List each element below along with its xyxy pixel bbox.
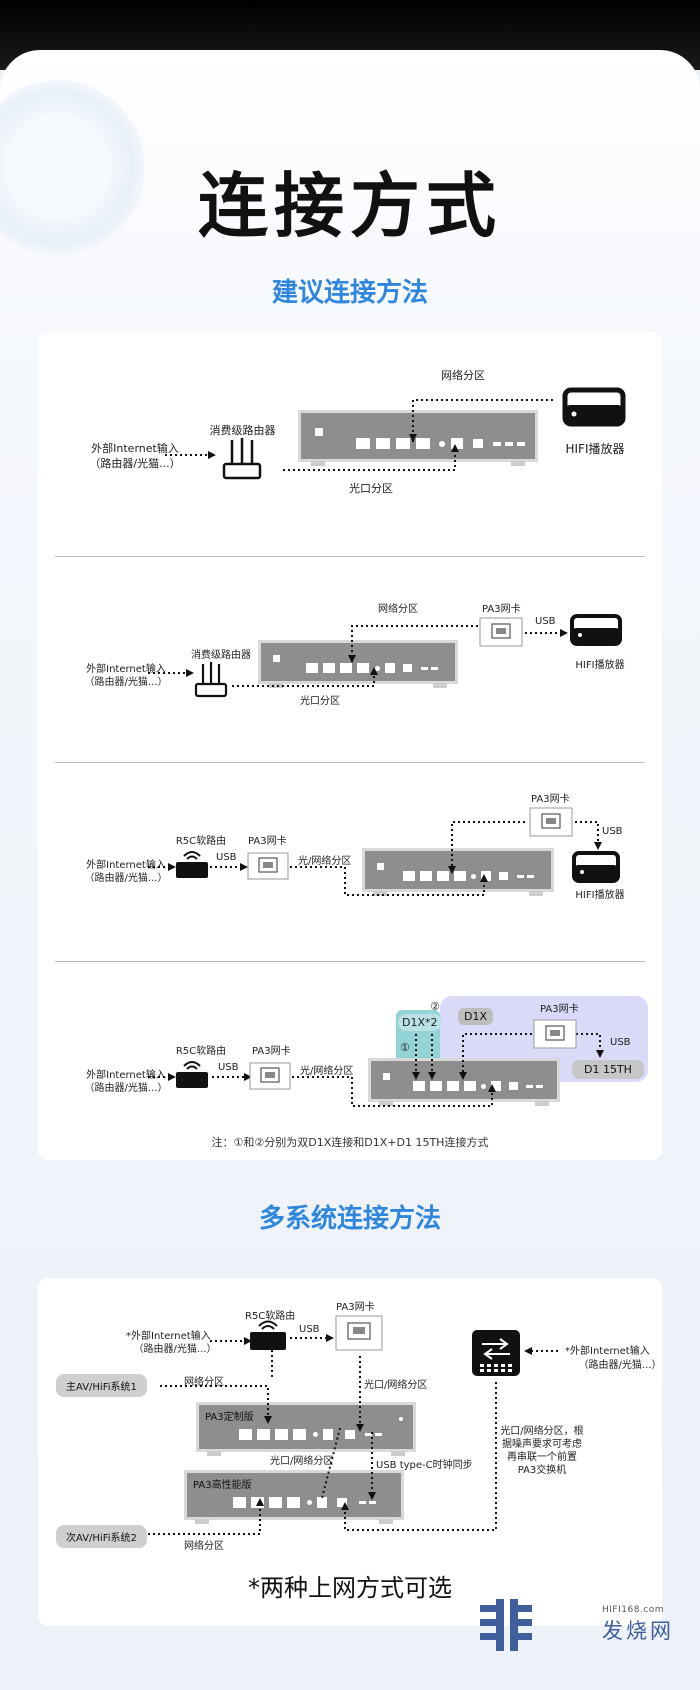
d1-15th-tag: D1 15TH xyxy=(572,1060,644,1079)
net-zone-label: 网络分区 xyxy=(184,1377,224,1388)
page-title: 连接方式 xyxy=(198,165,502,247)
site-logo-icon xyxy=(480,1599,532,1651)
internet-input-label: 外部Internet输入 xyxy=(86,860,166,871)
usb-label: USB xyxy=(218,1062,239,1073)
site-url: HIFI168.com xyxy=(602,1605,665,1615)
router-label: R5C软路由 xyxy=(175,1046,227,1057)
hifi-player-icon xyxy=(570,614,622,646)
internet-input-label: 外部Internet输入 xyxy=(86,1070,166,1081)
decorative-circle xyxy=(0,80,145,255)
internet-input-label: *外部Internet输入 xyxy=(126,1331,211,1342)
usb-label: USB xyxy=(610,1037,631,1048)
zone-mid-label: 光口/网络分区 xyxy=(270,1456,334,1467)
site-brand: 发烧网 xyxy=(602,1619,674,1643)
router-label: R5C软路由 xyxy=(245,1311,296,1322)
network-switch-icon xyxy=(472,1330,520,1376)
pa3-card-icon xyxy=(249,1062,291,1090)
right-internet-input-label: *外部Internet输入 xyxy=(565,1346,650,1357)
usb-label: USB xyxy=(299,1324,320,1335)
pa3-card-label: PA3网卡 xyxy=(531,794,570,805)
pa3-high-label: PA3高性能版 xyxy=(193,1480,252,1491)
divider xyxy=(55,762,645,763)
internet-source-label: （路由器/光猫...） xyxy=(133,1344,217,1355)
pa3-card-label: PA3网卡 xyxy=(252,1046,291,1057)
system-2-tag: 次AV/HiFi系统2 xyxy=(56,1525,147,1548)
pa3-switch-device xyxy=(362,848,554,896)
pa3-card-icon xyxy=(335,1315,383,1351)
pa3-custom-label: PA3定制版 xyxy=(205,1412,254,1423)
r5c-router-icon xyxy=(176,1061,208,1088)
internet-input-label: 外部Internet输入 xyxy=(91,442,179,455)
usb-clock-sync-label: USB type-C时钟同步 xyxy=(376,1460,473,1471)
diagram-note: 注：①和②分别为双D1X连接和D1X+D1 15TH连接方式 xyxy=(211,1136,489,1149)
pa3-switch-device xyxy=(298,410,538,466)
two-options-caption: *两种上网方式可选 xyxy=(248,1574,452,1602)
system-1-tag: 主AV/HiFi系统1 xyxy=(56,1374,147,1397)
player-label: HIFI播放器 xyxy=(565,442,625,456)
zone-label: 光/网络分区 xyxy=(300,1066,354,1077)
section-title-multi-system: 多系统连接方法 xyxy=(258,1204,441,1234)
option-2-marker: ② xyxy=(430,1000,440,1013)
router-label: R5C软路由 xyxy=(175,836,227,847)
router-icon xyxy=(194,662,228,698)
pa3-custom-device: PA3定制版 xyxy=(196,1402,416,1456)
section-title-recommended: 建议连接方法 xyxy=(271,278,428,308)
usb-label: USB xyxy=(216,852,237,863)
hifi-player-icon xyxy=(572,851,620,883)
usb-label: USB xyxy=(602,826,623,837)
internet-source-label: （路由器/光猫...） xyxy=(84,677,168,688)
pa3-card-label: PA3网卡 xyxy=(336,1302,375,1313)
r5c-router-icon xyxy=(176,851,208,878)
hifi-player-icon xyxy=(562,387,626,427)
pa3-card-label: PA3网卡 xyxy=(540,1004,579,1015)
optical-zone-label: 光口分区 xyxy=(300,696,340,707)
zone-right-label: 光口/网络分区 xyxy=(364,1380,428,1391)
pa3-card-label: PA3网卡 xyxy=(248,836,287,847)
internet-source-label: （路由器/光猫...） xyxy=(84,873,168,884)
net-zone-label: 网络分区 xyxy=(441,369,485,382)
router-label: 消费级路由器 xyxy=(191,650,251,661)
router-label: 消费级路由器 xyxy=(209,424,276,437)
r5c-router-icon xyxy=(250,1320,286,1350)
pa3-switch-device xyxy=(258,640,458,688)
router-icon xyxy=(222,438,262,480)
divider xyxy=(55,961,645,962)
right-internet-source-label: （路由器/光猫...） xyxy=(578,1360,662,1371)
net-zone-label: 网络分区 xyxy=(184,1541,224,1552)
usb-label: USB xyxy=(535,616,556,627)
site-watermark: HIFI168.com 发烧网 xyxy=(480,1599,682,1651)
pa3-card-label: PA3网卡 xyxy=(482,604,521,615)
pa3-card-icon xyxy=(479,617,523,647)
optical-zone-label: 光口分区 xyxy=(349,482,393,495)
switch-note: 光口/网络分区，根 据噪声要求可考虑 再串联一个前置 PA3交换机 xyxy=(500,1426,584,1476)
pa3-card-icon xyxy=(247,852,289,880)
option-1-marker: ① xyxy=(400,1041,410,1054)
pa3-high-performance-device: PA3高性能版 xyxy=(184,1470,404,1524)
d1x-tag: D1X xyxy=(458,1008,494,1025)
internet-source-label: （路由器/光猫...） xyxy=(89,457,181,470)
pa3-card-icon xyxy=(529,807,573,837)
divider xyxy=(55,556,645,557)
player-label: HIFI播放器 xyxy=(575,890,625,901)
player-label: HIFI播放器 xyxy=(575,660,625,671)
zone-label: 光/网络分区 xyxy=(298,856,352,867)
net-zone-label: 网络分区 xyxy=(378,604,418,615)
internet-input-label: 外部Internet输入 xyxy=(86,664,166,675)
d1x2-tag: D1X*2 xyxy=(398,1014,442,1031)
internet-source-label: （路由器/光猫...） xyxy=(84,1083,168,1094)
pa3-card-icon xyxy=(533,1019,577,1049)
